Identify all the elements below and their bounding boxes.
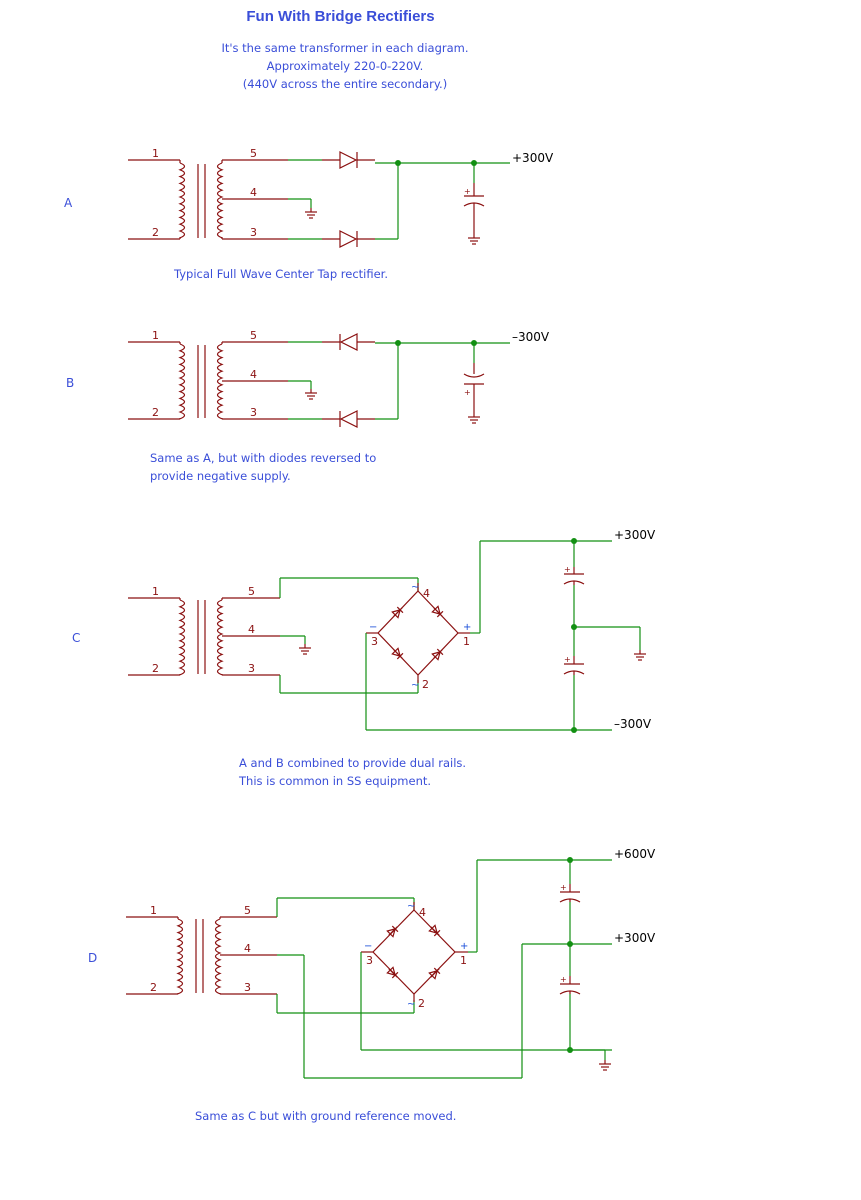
diagram-a-transformer: 1 2 5 4 3 — [128, 147, 288, 240]
diagram-a-voltage-top: +300V — [512, 151, 554, 165]
pin-2: 2 — [152, 226, 159, 239]
diagram-d-caption: Same as C but with ground reference move… — [195, 1109, 457, 1123]
diagram-c-voltage-bottom: –300V — [614, 717, 652, 731]
bridge-pin-4: 4 — [423, 587, 430, 600]
bridge-rectifier-icon: 4 3 1 2 + − ~ ~ — [361, 901, 468, 1010]
ground-icon — [304, 388, 318, 400]
pin-5: 5 — [244, 904, 251, 917]
svg-text:+: + — [560, 975, 567, 984]
pin-5: 5 — [250, 329, 257, 342]
svg-text:+: + — [560, 883, 567, 892]
ground-icon — [467, 233, 481, 245]
diagram-a-schematic: 1 2 5 4 3 — [128, 147, 554, 248]
diode-icon — [322, 333, 375, 351]
subtitle-line-2: Approximately 220-0-220V. — [266, 59, 424, 73]
ground-icon — [633, 649, 647, 661]
bridge-pin-4: 4 — [419, 906, 426, 919]
bridge-pin-2: 2 — [422, 678, 429, 691]
bridge-pin-3: 3 — [371, 635, 378, 648]
subtitle-line-3: (440V across the entire secondary.) — [242, 77, 448, 91]
pin-2: 2 — [150, 981, 157, 994]
diagram-d-transformer: 1 2 5 4 3 — [126, 904, 277, 995]
bridge-rectifier-icon: 4 3 1 2 + − ~ ~ — [366, 582, 471, 691]
capacitor-icon: + — [559, 975, 581, 995]
diagram-b-transformer: 1 2 5 4 3 — [128, 329, 288, 420]
svg-text:~: ~ — [411, 680, 419, 691]
svg-text:−: − — [364, 941, 372, 952]
subtitle-line-1: It's the same transformer in each diagra… — [221, 41, 469, 55]
diode-icon — [322, 151, 375, 169]
capacitor-icon: + — [563, 655, 585, 675]
ground-icon — [304, 207, 318, 219]
bridge-pin-1: 1 — [460, 954, 467, 967]
pin-1: 1 — [152, 585, 159, 598]
svg-text:~: ~ — [407, 999, 415, 1010]
diode-icon — [322, 410, 375, 428]
pin-1: 1 — [152, 329, 159, 342]
pin-2: 2 — [152, 406, 159, 419]
diagram-d-voltage-mid: +300V — [614, 931, 656, 945]
pin-5: 5 — [250, 147, 257, 160]
diagram-b-voltage-top: –300V — [512, 330, 550, 344]
page-subtitle: It's the same transformer in each diagra… — [0, 39, 690, 93]
pin-5: 5 — [248, 585, 255, 598]
svg-text:+: + — [464, 187, 471, 196]
pin-3: 3 — [250, 226, 257, 239]
capacitor-icon: + — [463, 183, 485, 234]
diagram-c-caption: A and B combined to provide dual rails. … — [239, 756, 467, 788]
diagram-d-voltage-top: +600V — [614, 847, 656, 861]
diagram-b-label: B — [66, 376, 75, 390]
pin-3: 3 — [248, 662, 255, 675]
svg-text:+: + — [464, 388, 471, 397]
pin-4: 4 — [248, 623, 255, 636]
svg-text:+: + — [460, 941, 468, 952]
ground-icon — [298, 643, 312, 655]
diagram-a-label: A — [64, 196, 73, 210]
capacitor-icon: + — [559, 883, 581, 903]
diagram-b-caption: Same as A, but with diodes reversed to p… — [150, 451, 377, 483]
diagram-d-schematic: 1 2 5 4 3 — [126, 847, 656, 1079]
diode-icon — [322, 230, 375, 248]
svg-text:+: + — [564, 565, 571, 574]
ground-icon — [467, 412, 481, 424]
pin-4: 4 — [250, 186, 257, 199]
diagram-c-transformer: 1 2 5 4 3 — [128, 585, 280, 676]
capacitor-icon: + — [463, 363, 485, 413]
diagram-c-schematic: 1 2 5 4 3 — [128, 528, 656, 733]
pin-1: 1 — [152, 147, 159, 160]
pin-4: 4 — [250, 368, 257, 381]
pin-4: 4 — [244, 942, 251, 955]
page-title: Fun With Bridge Rectifiers — [246, 8, 435, 25]
pin-2: 2 — [152, 662, 159, 675]
diagram-c-voltage-top: +300V — [614, 528, 656, 542]
pin-3: 3 — [244, 981, 251, 994]
pin-1: 1 — [150, 904, 157, 917]
bridge-pin-1: 1 — [463, 635, 470, 648]
diagram-d-label: D — [88, 951, 98, 965]
capacitor-icon: + — [563, 565, 585, 585]
svg-text:+: + — [463, 622, 471, 633]
bridge-pin-3: 3 — [366, 954, 373, 967]
pin-3: 3 — [250, 406, 257, 419]
bridge-pin-2: 2 — [418, 997, 425, 1010]
diagram-c-label: C — [72, 631, 81, 645]
svg-text:+: + — [564, 655, 571, 664]
diagram-b-schematic: 1 2 5 4 3 — [128, 329, 550, 428]
svg-text:−: − — [369, 622, 377, 633]
svg-text:~: ~ — [411, 582, 419, 593]
diagram-a-caption: Typical Full Wave Center Tap rectifier. — [174, 267, 389, 281]
ground-icon — [598, 1059, 612, 1071]
svg-text:~: ~ — [407, 901, 415, 912]
